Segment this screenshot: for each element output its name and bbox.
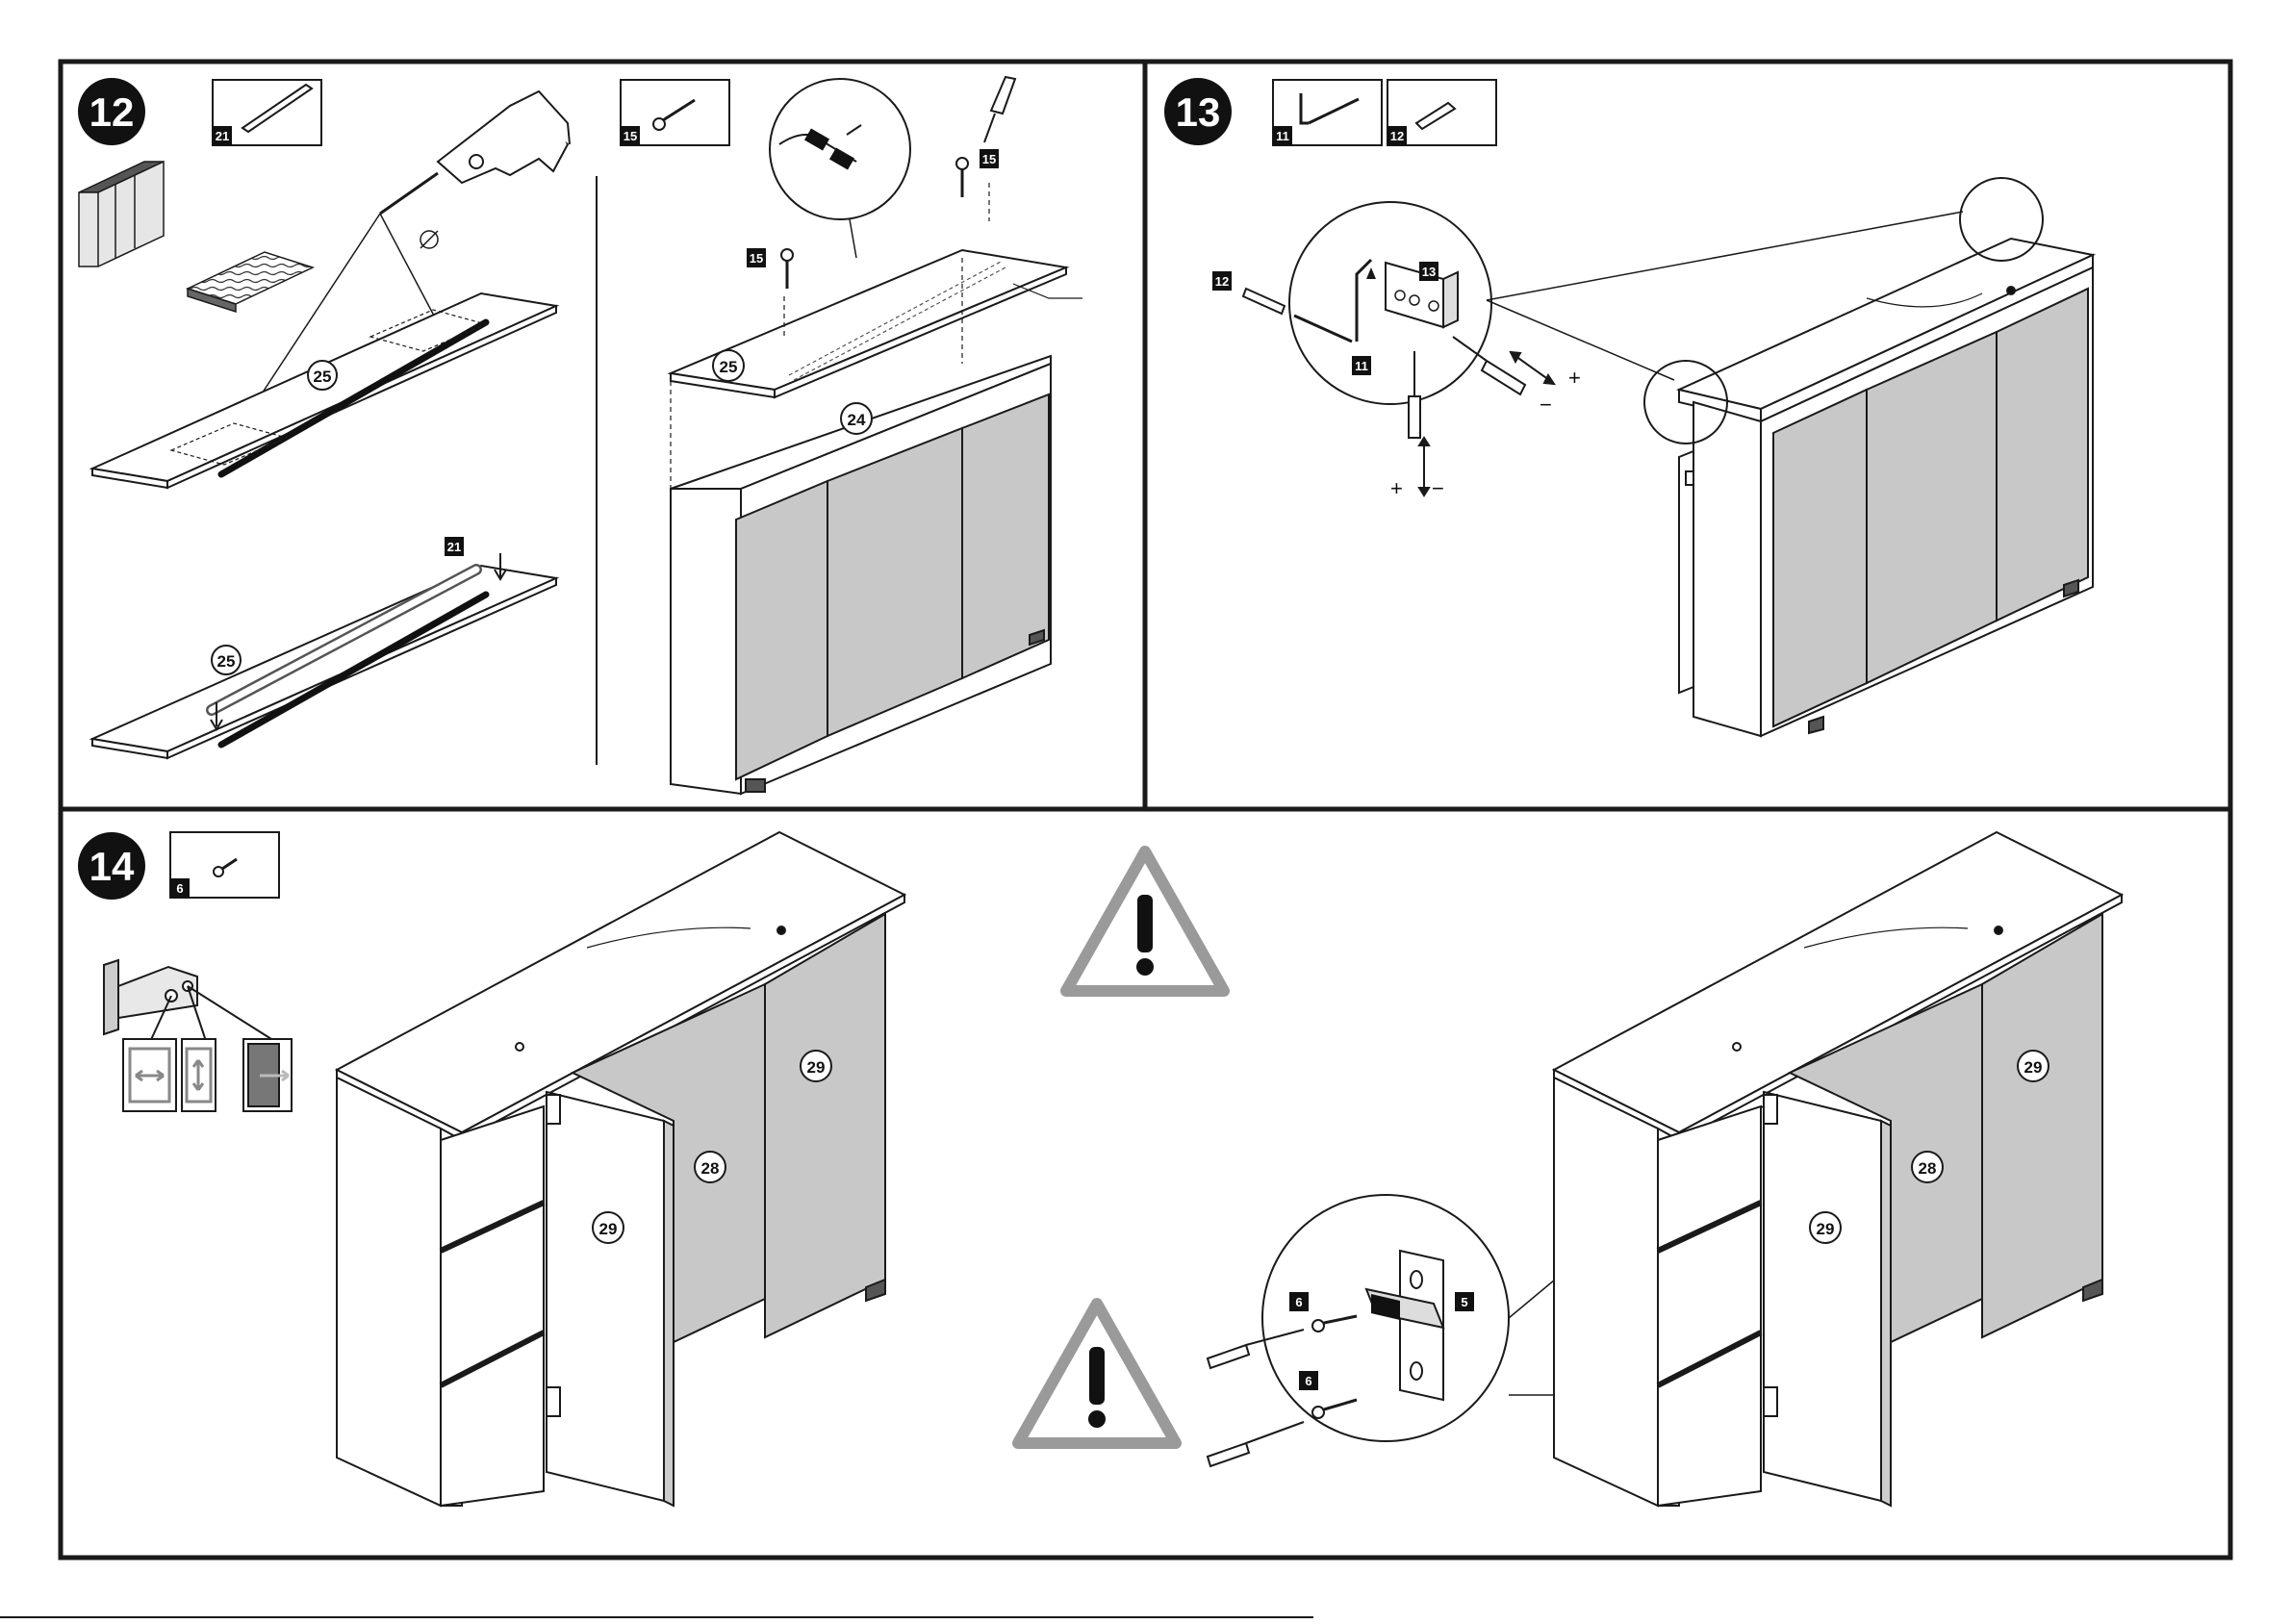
step-13-panel: 13 11 12 12 [1164,78,2093,736]
label-28-left: 28 [701,1159,720,1178]
step-12-panel: 12 21 15 [78,77,1082,794]
part-box-21: 21 [213,80,321,145]
svg-text:12: 12 [1215,274,1229,289]
label-25-upper: 25 [314,368,332,386]
bracket-detail-circle: 13 11 [1289,202,1491,404]
screw-15-right: 15 [956,149,999,197]
screw-15-left: 15 [747,248,793,289]
part-box-11: 11 [1273,80,1382,145]
svg-text:12: 12 [1390,129,1404,143]
label-25-lower: 25 [217,652,236,671]
step-13-number: 13 [1176,89,1221,135]
plus-sign-vertical: + [1390,476,1403,500]
label-24: 24 [848,411,866,429]
warning-icon-top [1066,851,1224,991]
step-12-number: 12 [89,89,135,135]
svg-text:21: 21 [216,129,229,143]
label-29-right-door: 29 [1817,1220,1835,1238]
part-box-12: 12 [1387,80,1496,145]
svg-text:21: 21 [447,540,461,554]
label-25-cabinet: 25 [720,358,738,376]
svg-text:5: 5 [1461,1295,1467,1309]
warning-icon-bottom [1018,1304,1176,1443]
svg-text:6: 6 [1305,1374,1311,1388]
label-29-left-door: 29 [599,1220,618,1238]
cabinet-step-14-right [1554,832,2122,1506]
wall-plug-12: 12 [1212,271,1285,314]
cabinet-24 [671,183,1066,794]
cabinet-step-13 [1679,239,2093,736]
plus-sign-horizontal: + [1568,366,1581,390]
minus-sign-vertical: − [1432,476,1444,500]
top-board-25-upper: 25 [92,293,556,488]
svg-text:15: 15 [750,251,763,266]
svg-text:6: 6 [1295,1295,1302,1309]
cabinet-thumbnail [79,162,164,266]
connector-detail-circle [770,79,910,258]
svg-text:11: 11 [1276,129,1289,143]
svg-text:15: 15 [624,129,637,143]
step-14-number: 14 [89,844,135,889]
label-29-right-right: 29 [2024,1058,2043,1077]
label-29-left-right: 29 [807,1058,826,1077]
svg-text:13: 13 [1422,265,1436,279]
hinge-adjust-detail [104,960,292,1111]
hinge-zoom-detail: 6 6 5 [1262,1195,1509,1441]
svg-text:11: 11 [1355,359,1368,373]
part-box-6: 6 [170,832,279,898]
screwdriver-icon [984,77,1015,142]
minus-sign-horizontal: − [1540,393,1552,417]
label-28-right: 28 [1919,1159,1937,1178]
svg-text:6: 6 [176,881,183,896]
wood-block [188,252,313,312]
drill-icon [380,91,570,214]
top-board-25-lower: 21 25 [92,537,556,758]
cabinet-step-14-left [337,832,904,1506]
part-box-15: 15 [621,80,729,145]
step-14-panel: 14 6 [78,832,2122,1506]
svg-text:15: 15 [982,152,996,166]
